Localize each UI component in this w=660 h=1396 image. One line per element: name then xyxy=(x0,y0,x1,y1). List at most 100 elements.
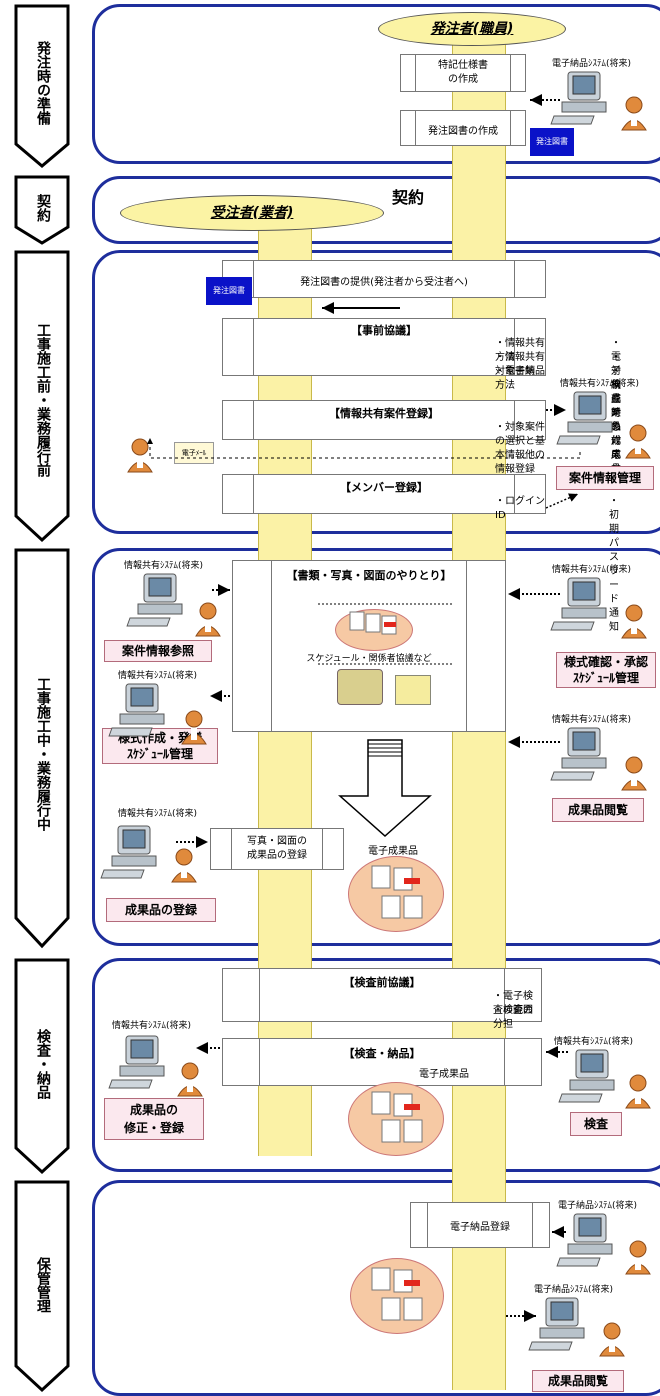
document-exchange-box: 【書類・写真・図面のやりとり】 スケジュール・関係者協議など xyxy=(232,560,506,732)
schedule-text: スケジュール・関係者協議など xyxy=(306,654,432,664)
files-disk xyxy=(335,609,413,651)
provide-docs-text: 発注図書の提供(発注者から受注者へ) xyxy=(300,277,468,288)
case-registration-title: 【情報共有案件登録】 xyxy=(329,407,439,420)
inspection-delivery-box: 【検査・納品】 電子成果品 xyxy=(222,1038,542,1086)
panel-preparation xyxy=(92,4,660,164)
form-creation-line1: 様式作成・発議 xyxy=(117,731,202,745)
box-inner-frame xyxy=(253,261,515,297)
phase-pre-construction: 工事施工前・業務履行前 xyxy=(14,250,70,543)
pre-inspection-box: 【検査前協議】 ・電子検査の範囲 ・検査の分担 xyxy=(222,968,542,1030)
phase-label: 工事施工前・業務履行前 xyxy=(35,323,51,477)
box-inner-frame xyxy=(271,561,467,731)
delivery-registration-text: 電子納品登録 xyxy=(450,1222,510,1233)
document-exchange-title: 【書類・写真・図面のやりとり】 xyxy=(286,569,452,582)
case-info-management-callout: 案件情報管理 xyxy=(556,466,654,490)
provide-docs-box: 発注図書の提供(発注者から受注者へ) xyxy=(222,260,546,298)
prior-consultation-box: 【事前協議】 ・情報共有方法 ・情報共有対象書類 ・電子納品方法 ・電子納品対象… xyxy=(222,318,621,489)
archive-view-callout: 成果品閲覧 xyxy=(532,1370,624,1392)
form-creation-line2: ｽｹｼﾞｭｰﾙ管理 xyxy=(126,747,193,761)
phase-arrow-shape xyxy=(14,958,70,1175)
consultation-item: ・検査時の対応 xyxy=(611,366,621,461)
phase-preparation: 発注時の準備 xyxy=(14,4,70,168)
phase-arrow-shape xyxy=(14,175,70,245)
phase-label: 検査・納品 xyxy=(35,1029,51,1099)
pre-inspection-title: 【検査前協議】 xyxy=(343,976,421,989)
info-sharing-system-label: 情報共有ｼｽﾃﾑ(将来) xyxy=(118,809,198,819)
case-registration-item: ・対象案件の選択と基本情報他の情報登録 xyxy=(495,422,545,475)
inspection-delivery-title: 【検査・納品】 xyxy=(343,1047,421,1060)
deliverable-label: 電子成果品 xyxy=(368,846,418,857)
info-sharing-system-label: 情報共有ｼｽﾃﾑ(将来) xyxy=(118,671,198,681)
form-approval-line1: 様式確認・承認 xyxy=(563,655,648,669)
order-docs-creation-text: 発注図書の作成 xyxy=(428,126,498,137)
actor-orderer: 発注者(職員) xyxy=(378,12,566,46)
electronic-delivery-system-label: 電子納品ｼｽﾃﾑ(将来) xyxy=(558,1201,638,1211)
deliverable-disk xyxy=(348,856,444,932)
book-icon xyxy=(337,669,383,705)
member-registration-title: 【メンバー登録】 xyxy=(340,481,428,494)
phase-label: 工事施工中・業務履行中 xyxy=(35,677,51,831)
box-inner-frame xyxy=(415,111,511,145)
consultation-item: ・情報共有方法 xyxy=(495,338,545,363)
phase-arrow-shape xyxy=(14,250,70,543)
phase-label: 保管管理 xyxy=(35,1257,51,1313)
box-inner-frame xyxy=(253,319,515,375)
phase-storage: 保管管理 xyxy=(14,1180,70,1393)
spec-creation-box: 特記仕様書 の作成 xyxy=(400,54,526,92)
deliverable-view-callout: 成果品閲覧 xyxy=(552,798,644,822)
member-item: ・初期パスワード通知 xyxy=(609,496,619,633)
box-inner-frame xyxy=(415,55,511,91)
photo-registration-text: 写真・図面の 成果品の登録 xyxy=(247,836,307,861)
phase-arrow-shape xyxy=(14,548,70,949)
box-inner-frame xyxy=(253,401,515,439)
info-sharing-system-label: 情報共有ｼｽﾃﾑ(将来) xyxy=(552,715,632,725)
member-registration-box: 【メンバー登録】 ・ログインID ・初期パスワード通知 xyxy=(222,474,619,633)
phase-label: 契約 xyxy=(35,194,51,222)
electronic-delivery-system-label: 電子納品ｼｽﾃﾑ(将来) xyxy=(534,1285,614,1295)
email-label: 電子ﾒｰﾙ xyxy=(181,449,207,457)
deliverable-registration-callout: 成果品の登録 xyxy=(106,898,216,922)
pre-inspection-item: ・検査の分担 xyxy=(493,1005,533,1030)
order-docs-icon: 発注図書 xyxy=(530,128,574,156)
member-item: ・ログインID xyxy=(495,496,545,521)
info-sharing-system-label: 情報共有ｼｽﾃﾑ(将来) xyxy=(124,561,204,571)
info-sharing-system-label: 情報共有ｼｽﾃﾑ(将来) xyxy=(560,379,640,389)
phase-during-construction: 工事施工中・業務履行中 xyxy=(14,548,70,949)
form-approval-line2: ｽｹｼﾞｭｰﾙ管理 xyxy=(572,671,639,685)
consultation-item: ・情報共有対象書類 xyxy=(495,352,545,377)
form-approval-callout: 様式確認・承認 ｽｹｼﾞｭｰﾙ管理 xyxy=(556,652,656,688)
deliverable-revision-callout: 成果品の 修正・登録 xyxy=(104,1098,204,1140)
box-inner-frame xyxy=(253,475,515,513)
box-inner-frame xyxy=(231,829,323,869)
phase-arrow-shape xyxy=(14,1180,70,1393)
box-inner-frame xyxy=(427,1203,533,1247)
inspection-callout: 検査 xyxy=(570,1112,622,1136)
box-inner-frame xyxy=(259,969,505,1021)
deliverable-disk xyxy=(348,1082,444,1156)
info-sharing-system-label: 情報共有ｼｽﾃﾑ(将来) xyxy=(552,565,632,575)
contract-label: 契約 xyxy=(392,188,425,207)
folder-icon xyxy=(395,675,431,705)
phase-arrow-shape xyxy=(14,4,70,168)
deliverable-label: 電子成果品 xyxy=(419,1069,469,1080)
pre-inspection-item: ・電子検査の範囲 xyxy=(493,991,533,1016)
box-inner-frame xyxy=(259,1039,505,1085)
phase-inspection: 検査・納品 xyxy=(14,958,70,1175)
email-envelope: 電子ﾒｰﾙ xyxy=(174,442,214,464)
consultation-item: ・電子納品方法 xyxy=(495,366,545,391)
info-sharing-system-label: 情報共有ｼｽﾃﾑ(将来) xyxy=(554,1037,634,1047)
electronic-delivery-system-label: 電子納品ｼｽﾃﾑ(将来) xyxy=(552,59,632,69)
order-docs-creation-box: 発注図書の作成 xyxy=(400,110,526,146)
case-info-reference-callout: 案件情報参照 xyxy=(104,640,212,662)
case-registration-box: 【情報共有案件登録】 ・対象案件の選択と基本情報他の情報登録 xyxy=(222,400,546,475)
actor-contractor: 受注者(業者) xyxy=(120,195,384,231)
info-sharing-system-label: 情報共有ｼｽﾃﾑ(将来) xyxy=(112,1021,192,1031)
archive-disk xyxy=(350,1258,444,1334)
phase-label: 発注時の準備 xyxy=(35,41,51,125)
prior-consultation-title: 【事前協議】 xyxy=(351,324,417,337)
phase-contract: 契約 xyxy=(14,175,70,245)
order-docs-icon: 発注図書 xyxy=(206,277,252,305)
spec-creation-text: 特記仕様書 の作成 xyxy=(438,60,488,85)
form-creation-callout: 様式作成・発議 ｽｹｼﾞｭｰﾙ管理 xyxy=(102,728,218,764)
delivery-registration-box: 電子納品登録 xyxy=(410,1202,550,1248)
